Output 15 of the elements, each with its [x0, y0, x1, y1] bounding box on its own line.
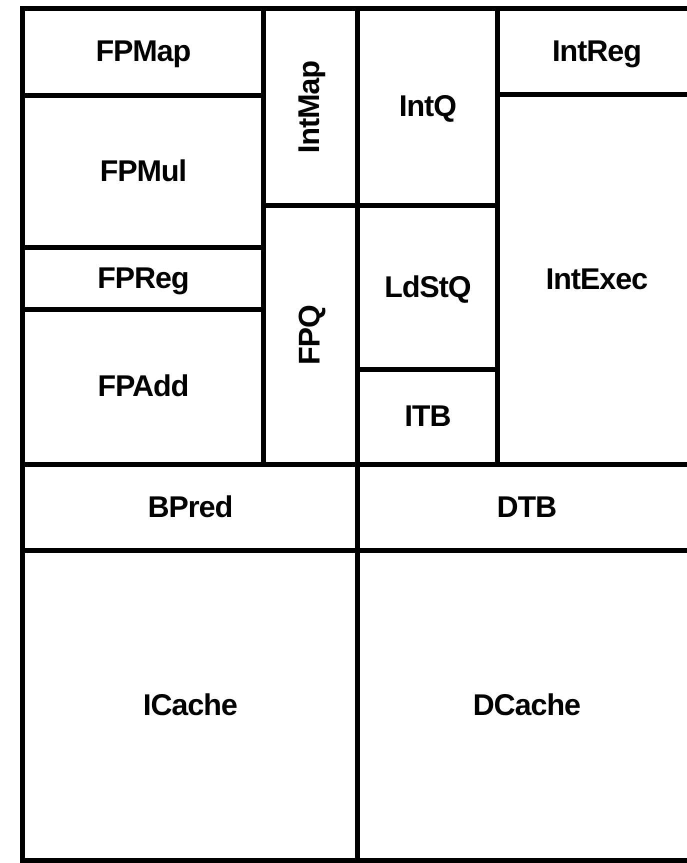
- block-label: DCache: [472, 690, 580, 720]
- block-label: IntExec: [546, 264, 648, 294]
- block-label: IntReg: [552, 36, 641, 66]
- block-label: LdStQ: [384, 272, 471, 302]
- block-label: IntMap: [296, 60, 326, 154]
- block-label: DTB: [496, 492, 556, 522]
- block-label: BPred: [148, 492, 232, 522]
- block-label: ICache: [143, 690, 237, 720]
- block-label: FPReg: [97, 264, 189, 294]
- block-label: FPQ: [296, 305, 326, 365]
- block-label: ITB: [404, 402, 451, 432]
- block-label: IntQ: [399, 92, 456, 122]
- block-label: FPMul: [100, 156, 186, 186]
- block-label: FPAdd: [98, 372, 188, 402]
- block-label: FPMap: [96, 37, 190, 67]
